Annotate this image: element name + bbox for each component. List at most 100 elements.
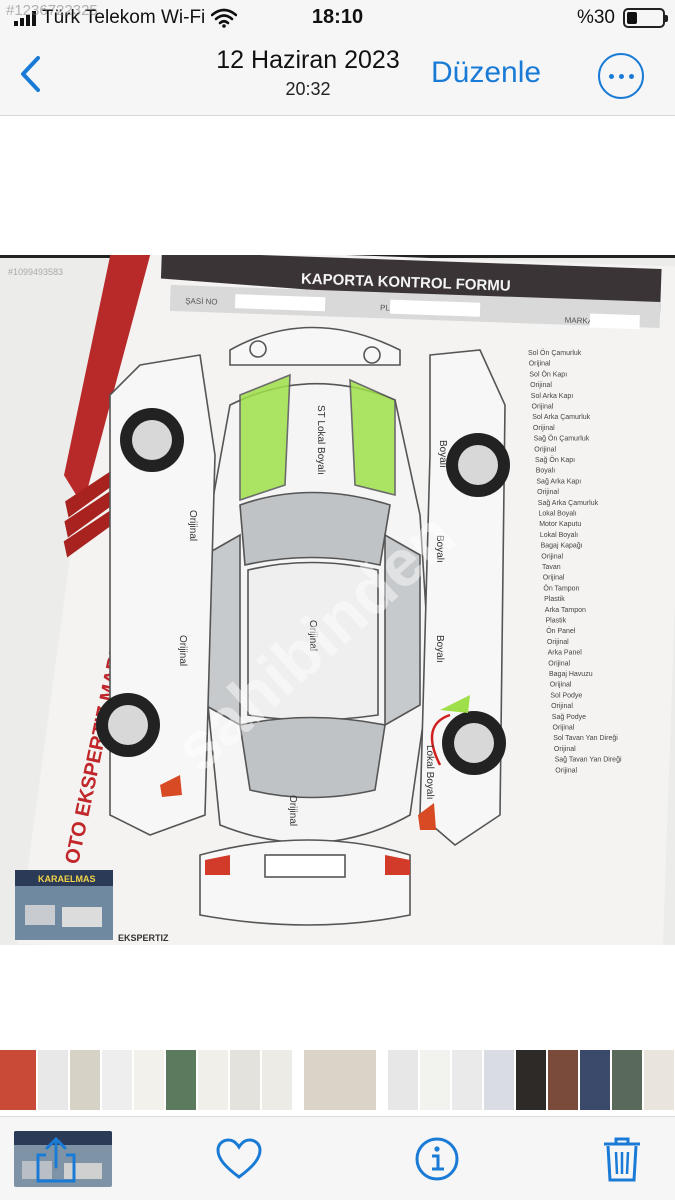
label-right-rear-fender: Lokal Boyalı xyxy=(424,745,435,799)
checklist-value: Plastik xyxy=(546,618,567,625)
wifi-icon xyxy=(211,8,238,28)
thumbnail[interactable] xyxy=(580,1050,610,1110)
share-button[interactable] xyxy=(14,1131,112,1187)
checklist-value: Lokal Boyalı xyxy=(540,532,578,539)
thumbnail[interactable] xyxy=(452,1050,482,1110)
checklist-value: Orijinal xyxy=(532,404,554,411)
ellipsis-icon xyxy=(608,73,614,79)
navigation-bar: 12 Haziran 2023 20:32 Düzenle xyxy=(0,36,675,116)
hood-left-highlight xyxy=(239,373,291,502)
thumbnail[interactable] xyxy=(102,1050,132,1110)
thumbnail-selected[interactable] xyxy=(302,1050,378,1110)
chevron-left-icon xyxy=(21,56,40,92)
photo-date-title: 12 Haziran 2023 20:32 xyxy=(180,46,436,100)
thumbnail[interactable] xyxy=(70,1050,100,1110)
thumbnail[interactable] xyxy=(420,1050,450,1110)
info-icon xyxy=(415,1137,459,1181)
label-right-rear-door: Boyalı xyxy=(434,635,445,663)
carrier-label: Türk Telekom Wi-Fi xyxy=(42,7,206,28)
checklist-item: Sağ Arka Çamurluk xyxy=(538,500,599,507)
checklist-value: Orijinal xyxy=(551,703,573,710)
checklist-item: Ön Panel xyxy=(546,627,576,635)
thumbnail[interactable] xyxy=(38,1050,68,1110)
trash-icon xyxy=(604,1137,640,1182)
dealer-inset: KARAELMAS xyxy=(15,870,113,940)
checklist-item: Arka Tampon xyxy=(545,607,586,614)
thumbnail[interactable] xyxy=(388,1050,418,1110)
checklist-value: Orijinal xyxy=(534,446,556,453)
checklist-item: Bagaj Kapağı xyxy=(541,543,583,550)
thumbnail[interactable] xyxy=(198,1050,228,1110)
inspection-form-photo: KAPORTA KONTROL FORMU ŞASİ NO PLAKA MARK… xyxy=(0,255,675,945)
thumbnail[interactable] xyxy=(612,1050,642,1110)
checklist-item: Sol Arka Çamurluk xyxy=(532,414,590,421)
bottom-toolbar xyxy=(0,1116,675,1200)
checklist-item: Arka Panel xyxy=(548,650,583,657)
label-left-front: Orijinal xyxy=(187,510,198,541)
battery-percent: %30 xyxy=(576,7,615,28)
checklist-item: Sağ Arka Kapı xyxy=(536,478,581,485)
delete-button[interactable] xyxy=(592,1131,652,1187)
thumbnail-strip[interactable] xyxy=(0,1050,675,1110)
field-sasi: ŞASİ NO xyxy=(185,296,218,306)
status-time: 18:10 xyxy=(311,6,364,28)
back-button[interactable] xyxy=(12,52,48,96)
photo-id-watermark: #1099493583 xyxy=(8,267,63,277)
label-roof: Orijinal xyxy=(307,620,318,651)
checklist-value: Orijinal xyxy=(530,382,552,389)
checklist-item: Sol Ön Çamurluk xyxy=(528,349,582,357)
checklist-value: Boyalı xyxy=(536,468,556,475)
checklist-value: Plastik xyxy=(544,596,565,603)
checklist-item: Bagaj Havuzu xyxy=(549,671,593,678)
thumbnail[interactable] xyxy=(166,1050,196,1110)
checklist-value: Orijinal xyxy=(537,489,559,496)
cellular-signal-icon xyxy=(14,10,36,26)
checklist-item: Sağ Tavan Yan Direği xyxy=(555,757,622,764)
label-left-rear: Orijinal xyxy=(177,635,188,666)
info-button[interactable] xyxy=(407,1131,467,1187)
checklist-value: Orijinal xyxy=(555,767,577,774)
checklist-value: Orijinal xyxy=(541,553,563,560)
thumbnail[interactable] xyxy=(548,1050,578,1110)
more-options-button[interactable] xyxy=(598,53,644,99)
thumbnail[interactable] xyxy=(0,1050,36,1110)
dealer-sign: KARAELMAS xyxy=(38,874,96,884)
photo-time: 20:32 xyxy=(285,79,331,99)
label-trunk: Orijinal xyxy=(287,795,298,826)
photo-viewer[interactable]: KAPORTA KONTROL FORMU ŞASİ NO PLAKA MARK… xyxy=(0,255,675,945)
checklist-item: Sol Podye xyxy=(550,692,582,699)
checklist-value: Orijinal xyxy=(554,746,576,753)
hood-note: ST Lokal Boyalı xyxy=(315,405,326,475)
overlay-id-text: #1236722325 xyxy=(6,2,98,19)
edit-button[interactable]: Düzenle xyxy=(431,56,542,89)
checklist-value: Orijinal xyxy=(543,575,565,582)
label-right-front: Boyalı xyxy=(437,440,448,468)
thumbnail[interactable] xyxy=(262,1050,292,1110)
thumbnail[interactable] xyxy=(644,1050,674,1110)
battery-fill xyxy=(627,12,638,24)
photo-date: 12 Haziran 2023 xyxy=(216,46,400,74)
checklist-value: Lokal Boyalı xyxy=(539,511,577,518)
checklist-value: Orijinal xyxy=(553,725,575,732)
red-stripe xyxy=(64,255,152,506)
field-marka: MARKA xyxy=(565,316,594,326)
checklist-item: Sağ Ön Kapı xyxy=(535,456,575,464)
favorite-button[interactable] xyxy=(209,1131,269,1187)
checklist-item: Sağ Ön Çamurluk xyxy=(534,435,590,443)
hood-right-highlight xyxy=(349,378,396,497)
status-right: %30 xyxy=(576,7,668,29)
thumbnail[interactable] xyxy=(484,1050,514,1110)
share-icon xyxy=(36,1137,76,1183)
thumbnail[interactable] xyxy=(134,1050,164,1110)
thumbnail[interactable] xyxy=(230,1050,260,1110)
checklist-value: Orijinal xyxy=(550,682,572,689)
handwritten-labels: ST Lokal Boyalı Orijinal Orijinal Orijin… xyxy=(177,405,448,826)
checklist-item: Ön Tampon xyxy=(543,584,579,592)
status-left: Türk Telekom Wi-Fi xyxy=(14,7,238,29)
heart-icon xyxy=(216,1138,262,1179)
checklist-item: Sol Tavan Yan Direği xyxy=(553,735,618,742)
checklist-item: Tavan xyxy=(542,564,561,571)
thumbnail[interactable] xyxy=(516,1050,546,1110)
checklist-item: Motor Kaputu xyxy=(539,521,581,528)
